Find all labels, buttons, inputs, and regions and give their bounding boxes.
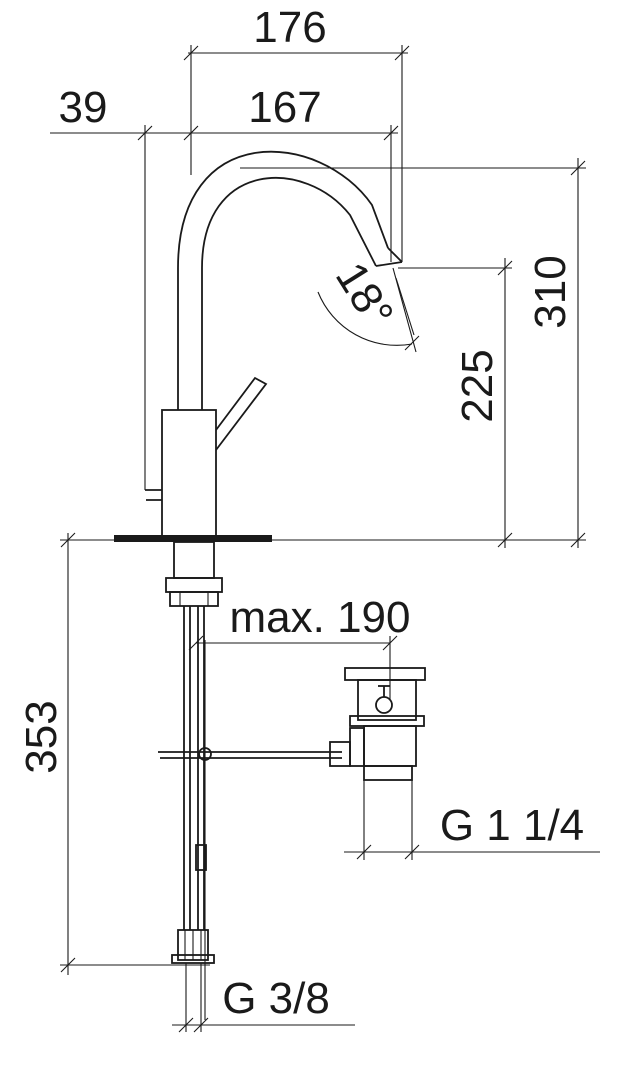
dim-label-39: 39 (59, 83, 108, 132)
countertop-plate (114, 535, 272, 542)
dim-drain-thread: G 1 1/4 (344, 780, 600, 860)
dim-max-drain: max. 190 (188, 593, 411, 700)
dim-label-353: 353 (17, 700, 66, 773)
dim-supply-thread: G 3/8 (172, 963, 355, 1033)
dim-label-g-1-1-4: G 1 1/4 (440, 801, 584, 850)
dim-overall-width: 176 (183, 3, 410, 262)
dim-below-counter: 353 (17, 532, 210, 975)
faucet-body (114, 150, 403, 542)
dim-label-18-deg: 18° (326, 254, 403, 336)
mounting-assembly (165, 541, 223, 964)
dim-spout-height: 225 (398, 258, 513, 548)
dim-label-176: 176 (253, 3, 326, 52)
dim-spout-angle: 18° (317, 254, 420, 353)
dim-label-g-3-8: G 3/8 (222, 974, 330, 1023)
drain-assembly (158, 640, 426, 1020)
dim-label-167: 167 (248, 83, 321, 132)
dim-total-height: 310 (240, 158, 586, 548)
dim-label-225: 225 (453, 349, 502, 422)
dim-spout-reach: 39 167 (50, 83, 399, 490)
dim-label-310: 310 (526, 255, 575, 328)
dim-label-max-190: max. 190 (230, 593, 411, 642)
